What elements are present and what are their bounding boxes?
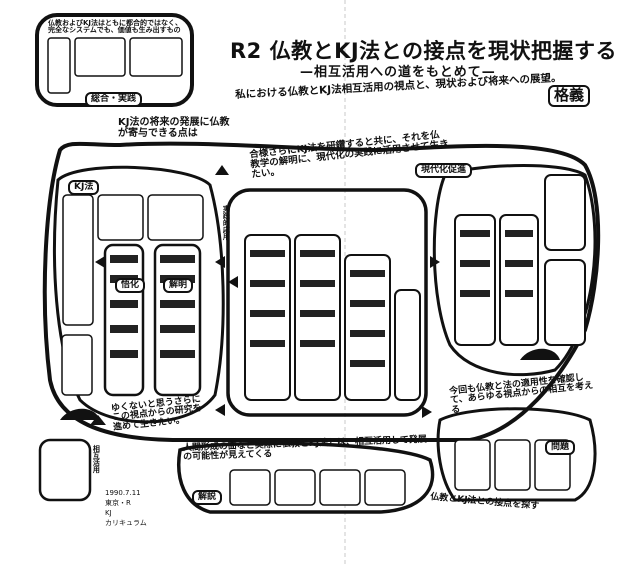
right-group-outline bbox=[432, 164, 597, 377]
top-left-note: 仏教およびKJ法はともに都合的ではなく、完全なシステムでも、価値も生み出すもの bbox=[48, 19, 183, 35]
bottom-center-group-outline bbox=[177, 441, 435, 514]
outer-boundary bbox=[42, 141, 601, 442]
center-card-stack bbox=[244, 234, 421, 401]
kaimei-badge: 解明 bbox=[163, 278, 194, 294]
bottom-right-group-outline bbox=[436, 407, 597, 502]
right-half-moon bbox=[520, 348, 560, 360]
footer-meta-2: 東京・R bbox=[105, 499, 131, 507]
bottom-center-card-stack bbox=[229, 469, 406, 506]
vertical-label-2: 相互活用 bbox=[92, 445, 101, 473]
kakugi-badge: 格義 bbox=[548, 85, 591, 107]
footer-meta-3: KJ bbox=[105, 509, 112, 517]
footer-meta-1: 1990.7.11 bbox=[105, 489, 141, 497]
left-card-stack bbox=[61, 194, 204, 397]
page-subtitle: —相互活用への道をもとめて— bbox=[300, 65, 496, 80]
bottom-left-group-outline bbox=[38, 438, 92, 502]
goka-badge: 悟化 bbox=[115, 278, 146, 294]
left-inner-loop bbox=[53, 165, 225, 424]
gendaika-badge: 現代化促進 bbox=[415, 163, 473, 179]
center-group-outline bbox=[226, 188, 428, 417]
top-left-label: 総合・実践 bbox=[85, 92, 143, 108]
mondai-badge: 問題 bbox=[545, 440, 576, 456]
vertical-label: 実践的応用 bbox=[222, 205, 231, 240]
flow-arrows bbox=[90, 165, 440, 425]
footer-meta-4: カリキュラム bbox=[105, 519, 147, 527]
kj-label: KJ法 bbox=[68, 180, 100, 196]
top-left-card-3 bbox=[129, 37, 183, 77]
top-left-card-2 bbox=[74, 37, 126, 77]
kj-future-text: KJ法の将来の発展に仏教が寄与できる点は bbox=[118, 117, 230, 139]
page-title: R2 仏教とKJ法との接点を現状把握する bbox=[230, 39, 617, 63]
right-card-stack bbox=[454, 174, 586, 346]
top-left-card-1 bbox=[47, 37, 71, 94]
bottom-left-half-moon bbox=[60, 408, 100, 420]
kaisei-badge: 解説 bbox=[192, 490, 223, 506]
